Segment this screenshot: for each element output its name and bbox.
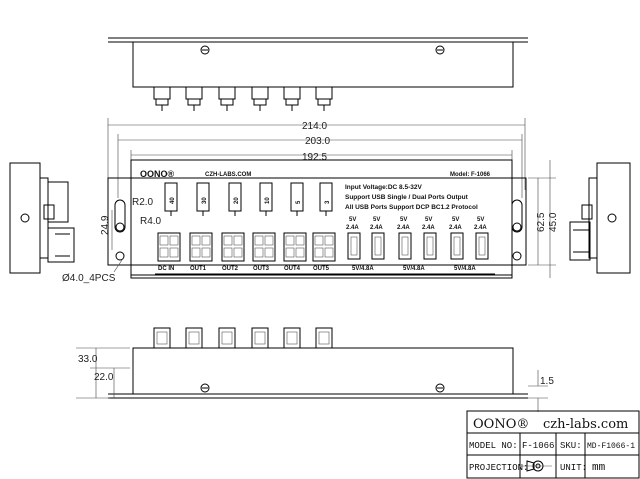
dim-radius-slot: R4.0	[140, 216, 162, 227]
fuse-label: 3	[325, 200, 331, 204]
usb-port: 5V 2.4A	[449, 217, 464, 260]
usb-voltage: 5V	[452, 217, 459, 223]
usb-current: 2.4A	[474, 225, 487, 231]
usb-port: 5V 2.4A	[370, 217, 385, 260]
bottom-view: 33.0 22.0 1.5	[76, 327, 554, 412]
usb-current: 2.4A	[449, 225, 462, 231]
fuse-label: 20	[234, 197, 240, 204]
dim-overall-width: 214.0	[302, 121, 327, 132]
side-connector	[185, 327, 203, 349]
usb-current: 2.4A	[422, 225, 435, 231]
dim-radius-top: R2.0	[132, 197, 154, 208]
output-label: DC IN	[158, 266, 174, 272]
dim-holes-note: Ø4.0_4PCS	[62, 273, 116, 284]
usb-voltage: 5V	[477, 217, 484, 223]
top-view	[108, 37, 528, 111]
tb-website: czh-labs.com	[543, 417, 628, 432]
usb-voltage: 5V	[400, 217, 407, 223]
tb-model-label: MODEL NO:	[469, 441, 518, 451]
usb-current: 2.4A	[370, 225, 383, 231]
top-connector	[283, 86, 301, 111]
usb-port: 5V 2.4A	[397, 217, 412, 260]
tb-model: F-1066	[522, 441, 554, 451]
output-label: OUT3	[253, 266, 270, 272]
tb-sku: MD-F1066-1	[587, 442, 635, 451]
fuse: 40	[164, 182, 178, 216]
output-label: OUT1	[190, 266, 207, 272]
panel-brand: OONO®	[140, 169, 175, 179]
output-connector: OUT3	[252, 232, 276, 272]
right-side-view	[569, 162, 631, 274]
output-label: OUT5	[313, 266, 330, 272]
dim-outer-height: 62.5	[536, 212, 547, 232]
output-label: OUT2	[222, 266, 239, 272]
tb-brand: OONO®	[473, 417, 529, 432]
side-connector	[218, 327, 236, 349]
tb-unit: mm	[592, 462, 606, 474]
top-connector	[153, 86, 171, 111]
dim-side-height: 33.0	[78, 354, 98, 365]
output-connector: OUT4	[283, 232, 307, 272]
left-side-view	[9, 162, 75, 274]
title-block: OONO® czh-labs.com MODEL NO: F-1066 SKU:…	[466, 410, 640, 479]
top-connector	[315, 86, 333, 111]
dim-side-inner: 22.0	[94, 372, 114, 383]
fuse: 20	[228, 182, 242, 216]
dim-inner-height: 45.0	[548, 212, 559, 232]
side-connector	[251, 327, 269, 349]
output-connector: DC IN	[157, 232, 181, 272]
dim-hole-spacing: 203.0	[305, 136, 330, 147]
fuse: 30	[196, 182, 210, 216]
side-connector	[153, 327, 171, 349]
panel-info-2: Support USB Single / Dual Ports Output	[345, 194, 469, 201]
front-view: 214.0 203.0 192.5 R2.0 R4.0 24.9 Ø4.0_4P…	[62, 118, 559, 284]
panel-info-3: All USB Ports Support DCP BC1.2 Protocol	[345, 204, 478, 211]
dim-slot-height: 24.9	[100, 215, 111, 235]
usb-voltage: 5V	[373, 217, 380, 223]
fuse-label: 10	[265, 197, 271, 204]
top-connector	[218, 86, 236, 111]
usb-voltage: 5V	[349, 217, 356, 223]
usb-group-label: 5V/4.8A	[403, 266, 425, 272]
fuse: 3	[319, 182, 333, 216]
side-connector	[315, 327, 333, 349]
usb-current: 2.4A	[346, 225, 359, 231]
dim-plate-thickness: 1.5	[540, 376, 554, 387]
panel-info-1: Input Voltage:DC 8.5-32V	[345, 184, 422, 191]
output-connector: OUT2	[221, 232, 245, 272]
usb-port: 5V 2.4A	[346, 217, 361, 260]
panel-site: CZH-LABS.COM	[205, 172, 251, 178]
usb-current: 2.4A	[397, 225, 410, 231]
tb-unit-label: UNIT:	[560, 463, 587, 473]
fuse-label: 5	[296, 200, 302, 204]
output-label: OUT4	[284, 266, 301, 272]
fuse-label: 30	[202, 197, 208, 204]
fuse: 5	[290, 182, 304, 216]
panel-model: Model: F-1066	[450, 172, 491, 178]
side-connector	[283, 327, 301, 349]
fuse-label: 40	[170, 197, 176, 204]
usb-group-label: 5V/4.8A	[454, 266, 476, 272]
output-connector: OUT1	[189, 232, 213, 272]
usb-group-label: 5V/4.8A	[352, 266, 374, 272]
usb-port: 5V 2.4A	[474, 217, 489, 260]
dim-body-width: 192.5	[302, 152, 327, 163]
output-connector: OUT5	[312, 232, 336, 272]
projection-symbol	[522, 460, 552, 472]
usb-voltage: 5V	[425, 217, 432, 223]
top-connector	[185, 86, 203, 111]
tb-projection-label: PROJECTION:	[469, 463, 528, 473]
fuse: 10	[259, 182, 273, 216]
top-connector	[251, 86, 269, 111]
usb-port: 5V 2.4A	[422, 217, 437, 260]
tb-sku-label: SKU:	[560, 441, 582, 451]
